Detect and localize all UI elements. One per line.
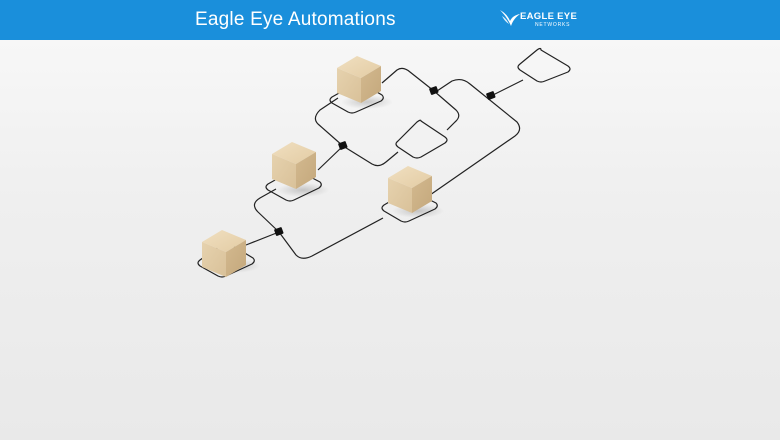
junction-dot: [338, 141, 348, 150]
connector-line: [245, 231, 280, 246]
connector-line: [342, 145, 399, 167]
connector-line: [278, 217, 384, 259]
top-banner: Eagle Eye Automations EAGLE EYE NETWORKS: [0, 0, 780, 40]
connector-line: [314, 97, 344, 147]
eagle-eye-logo[interactable]: EAGLE EYE NETWORKS: [498, 7, 588, 33]
junction-dot: [429, 86, 439, 95]
logo-subtitle: NETWORKS: [535, 22, 571, 28]
junction-dot: [274, 227, 284, 236]
logo-wordmark: EAGLE EYE: [520, 11, 578, 22]
workflow-diagram-icon: [197, 47, 571, 278]
junction-dot: [486, 91, 496, 100]
hero-illustration: [0, 40, 780, 440]
eagle-icon: [500, 10, 520, 26]
empty-node: [517, 47, 571, 83]
workflow-block: [272, 142, 316, 189]
connector-line: [317, 145, 344, 171]
workflow-block: [337, 56, 381, 103]
connector-line: [490, 79, 524, 97]
connector-line: [429, 78, 521, 196]
empty-node: [395, 119, 448, 159]
connector-line: [381, 67, 435, 92]
workflow-block: [388, 166, 432, 213]
workflow-block: [202, 230, 246, 277]
connector-line: [433, 90, 460, 131]
connector-line: [253, 188, 280, 233]
page-title: Eagle Eye Automations: [195, 9, 396, 30]
